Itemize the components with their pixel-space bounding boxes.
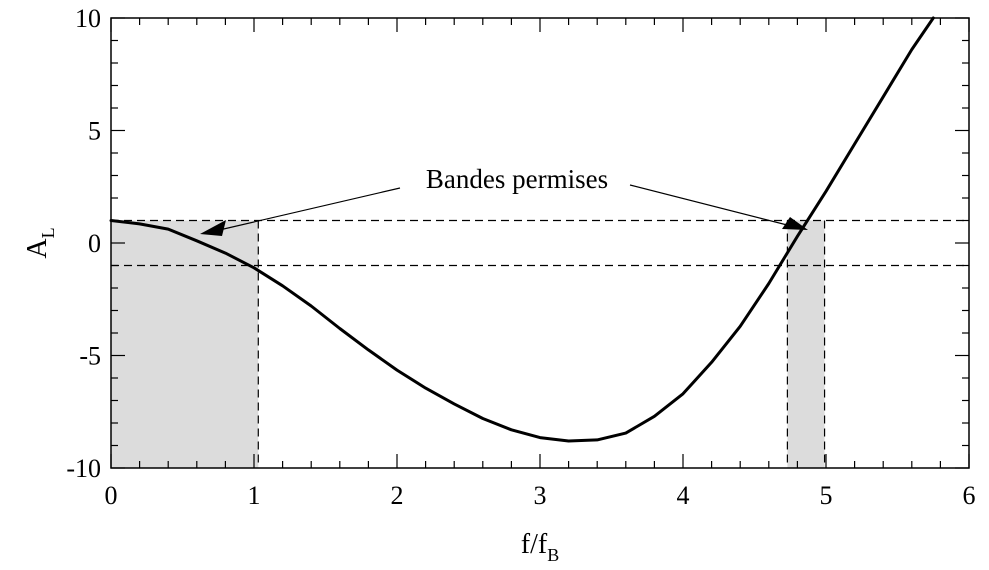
annotation-text: Bandes permises [426, 164, 608, 194]
x-axis-label-main: f/f [521, 529, 548, 560]
x-tick-label: 6 [963, 481, 976, 510]
annotation-arrowhead-right [782, 217, 808, 230]
reference-lines [111, 219, 969, 468]
annotation-arrow-line-left [214, 187, 401, 232]
x-tick-label: 0 [105, 481, 118, 510]
y-axis-label-sub: L [38, 227, 58, 238]
x-tick-label: 1 [248, 481, 261, 510]
y-tick-label: -10 [66, 454, 101, 483]
x-tick-label: 3 [534, 481, 547, 510]
tick-labels: 0 1 2 3 4 5 6 -10 -5 0 5 10 [66, 4, 975, 510]
x-tick-label: 2 [391, 481, 404, 510]
y-axis-label-main: A [22, 238, 53, 259]
annotation-arrowhead-left [200, 220, 226, 236]
y-tick-label: -5 [79, 342, 101, 371]
y-axis-label: AL [22, 227, 58, 258]
y-tick-label: 10 [75, 4, 101, 33]
allowed-band-1 [787, 220, 825, 468]
x-tick-label: 4 [677, 481, 690, 510]
y-tick-label: 5 [88, 117, 101, 146]
x-axis-label-sub: B [547, 545, 559, 565]
y-tick-label: 0 [88, 229, 101, 258]
x-axis-label: f/fB [521, 529, 559, 565]
x-tick-label: 5 [820, 481, 833, 510]
annotation-arrow-line-right [629, 184, 796, 228]
annotation-arrows [200, 184, 808, 236]
allowed-bands [111, 220, 825, 468]
plot-frame [110, 17, 970, 469]
allowed-band-0 [111, 220, 259, 468]
